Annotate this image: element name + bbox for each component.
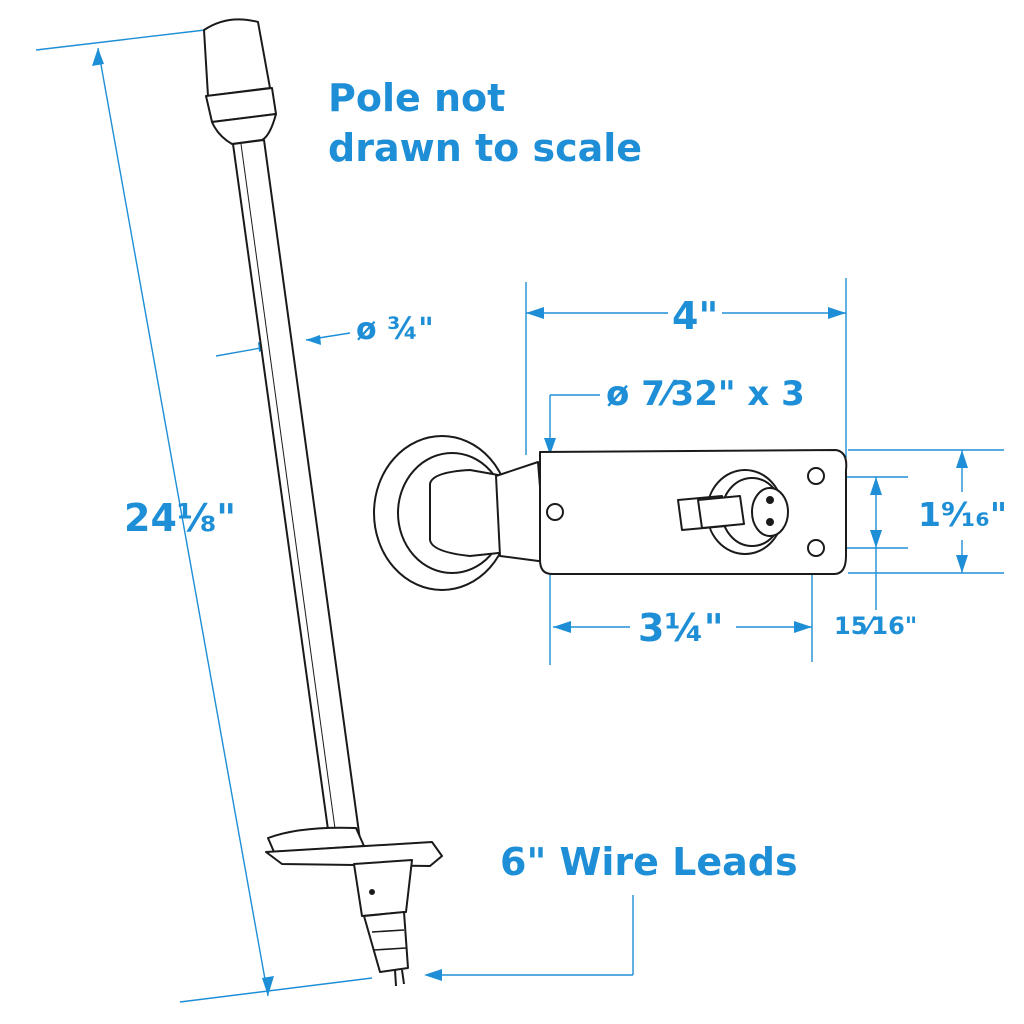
hole-spacing-horizontal-label: 3¼" <box>638 606 724 650</box>
scale-note-line2: drawn to scale <box>328 126 643 170</box>
pole-length-label: 24⅛" <box>124 496 237 540</box>
dimension-arrowheads <box>92 48 968 996</box>
wire-leads-callout: 6" Wire Leads <box>500 840 798 884</box>
base-height-label: 1⁹⁄₁₆" <box>918 495 1008 534</box>
base-width-label: 4" <box>672 294 719 338</box>
pole-drawing <box>203 18 443 987</box>
scale-note-line1: Pole not <box>328 76 506 120</box>
hole-spacing-vertical-label: 15⁄16" <box>834 612 918 640</box>
hole-size-label: ø 7⁄32" x 3 <box>606 374 805 414</box>
pole-diameter-label: ø ¾" <box>356 312 434 347</box>
base-mount-drawing <box>373 435 848 591</box>
